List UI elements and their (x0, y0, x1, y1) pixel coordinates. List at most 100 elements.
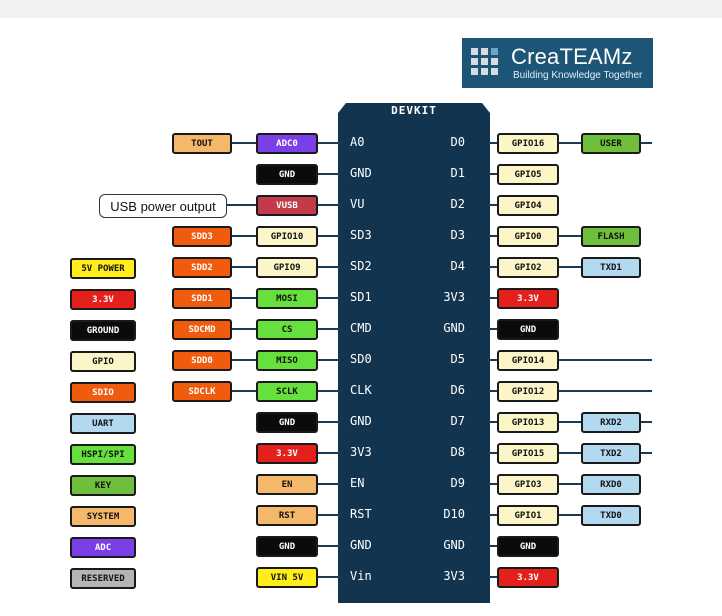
left-outer-tag-tout: TOUT (172, 133, 232, 154)
right-pin-d1: D1 (450, 166, 465, 180)
right-outer-tag-txd1: TXD1 (581, 257, 641, 278)
right-pin-d4: D4 (450, 259, 465, 273)
left-pin-gnd: GND (350, 166, 372, 180)
right-pin-d3: D3 (450, 228, 465, 242)
left-tag-gpio10: GPIO10 (256, 226, 318, 247)
right-extension-line (641, 421, 652, 423)
right-extension-line (559, 359, 652, 361)
left-connector-line (318, 483, 340, 485)
left-connector-line (318, 545, 340, 547)
right-connector-line (488, 204, 497, 206)
board-title: DEVKIT (391, 104, 437, 117)
right-pin-d7: D7 (450, 414, 465, 428)
right-outer-connector-line (559, 514, 581, 516)
left-connector-line (318, 266, 340, 268)
right-outer-connector-line (559, 452, 581, 454)
right-pin-d10: D10 (443, 507, 465, 521)
left-tag-gnd: GND (256, 412, 318, 433)
left-pin-cmd: CMD (350, 321, 372, 335)
left-outer-tag-sdd2: SDD2 (172, 257, 232, 278)
left-connector-line (318, 142, 340, 144)
left-pin-gnd: GND (350, 414, 372, 428)
legend-ground: GROUND (70, 320, 136, 341)
legend-uart: UART (70, 413, 136, 434)
left-connector-line (318, 235, 340, 237)
left-tag-en: EN (256, 474, 318, 495)
right-tag-gpio1: GPIO1 (497, 505, 559, 526)
right-outer-tag-rxd2: RXD2 (581, 412, 641, 433)
left-tag-adc0: ADC0 (256, 133, 318, 154)
right-outer-tag-rxd0: RXD0 (581, 474, 641, 495)
left-outer-tag-sdclk: SDCLK (172, 381, 232, 402)
left-connector-line (318, 421, 340, 423)
right-pin-d6: D6 (450, 383, 465, 397)
left-connector-line (318, 328, 340, 330)
legend-5v-power: 5V POWER (70, 258, 136, 279)
right-connector-line (488, 266, 497, 268)
left-pin-rst: RST (350, 507, 372, 521)
right-outer-connector-line (559, 421, 581, 423)
left-tag-gnd: GND (256, 164, 318, 185)
legend-system: SYSTEM (70, 506, 136, 527)
right-pin-gnd: GND (443, 321, 465, 335)
legend-adc: ADC (70, 537, 136, 558)
right-tag-gpio3: GPIO3 (497, 474, 559, 495)
right-tag-gpio2: GPIO2 (497, 257, 559, 278)
right-outer-tag-flash: FLASH (581, 226, 641, 247)
right-outer-tag-txd2: TXD2 (581, 443, 641, 464)
left-pin-a0: A0 (350, 135, 365, 149)
right-tag-3-3v: 3.3V (497, 567, 559, 588)
top-band (0, 0, 722, 18)
left-outer-connector-line (232, 359, 256, 361)
right-connector-line (488, 483, 497, 485)
left-pin-sd2: SD2 (350, 259, 372, 273)
left-connector-line (318, 514, 340, 516)
left-outer-connector-line (232, 142, 256, 144)
left-outer-connector-line (232, 328, 256, 330)
right-tag-gpio12: GPIO12 (497, 381, 559, 402)
logo-name: CreaTEAMz (511, 44, 633, 69)
legend-key: KEY (70, 475, 136, 496)
right-tag-gpio4: GPIO4 (497, 195, 559, 216)
left-pin-en: EN (350, 476, 365, 490)
right-outer-connector-line (559, 266, 581, 268)
right-connector-line (488, 359, 497, 361)
left-tag-gpio9: GPIO9 (256, 257, 318, 278)
left-connector-line (318, 576, 340, 578)
right-tag-gpio0: GPIO0 (497, 226, 559, 247)
left-tag-rst: RST (256, 505, 318, 526)
legend-sdio: SDIO (70, 382, 136, 403)
left-connector-line (318, 359, 340, 361)
left-outer-connector-line (232, 266, 256, 268)
right-extension-line (559, 390, 652, 392)
right-extension-line (641, 142, 652, 144)
left-connector-line (318, 390, 340, 392)
left-connector-line (318, 452, 340, 454)
left-connector-line (318, 204, 340, 206)
legend-gpio: GPIO (70, 351, 136, 372)
right-connector-line (488, 576, 497, 578)
logo-tagline: Building Knowledge Together (513, 70, 643, 81)
devkit-board (338, 103, 490, 603)
right-pin-3v3: 3V3 (443, 290, 465, 304)
right-outer-connector-line (559, 483, 581, 485)
left-tag-3-3v: 3.3V (256, 443, 318, 464)
right-connector-line (488, 421, 497, 423)
right-outer-tag-user: USER (581, 133, 641, 154)
right-extension-line (641, 452, 652, 454)
left-pin-sd0: SD0 (350, 352, 372, 366)
right-tag-gpio16: GPIO16 (497, 133, 559, 154)
right-connector-line (488, 297, 497, 299)
right-connector-line (488, 545, 497, 547)
left-pin-vu: VU (350, 197, 365, 211)
right-pin-gnd: GND (443, 538, 465, 552)
left-outer-connector-line (232, 235, 256, 237)
left-outer-tag-sdcmd: SDCMD (172, 319, 232, 340)
left-pin-sd1: SD1 (350, 290, 372, 304)
right-tag-gpio14: GPIO14 (497, 350, 559, 371)
left-outer-connector-line (232, 390, 256, 392)
right-connector-line (488, 142, 497, 144)
right-tag-gnd: GND (497, 319, 559, 340)
right-tag-gpio13: GPIO13 (497, 412, 559, 433)
right-connector-line (488, 452, 497, 454)
